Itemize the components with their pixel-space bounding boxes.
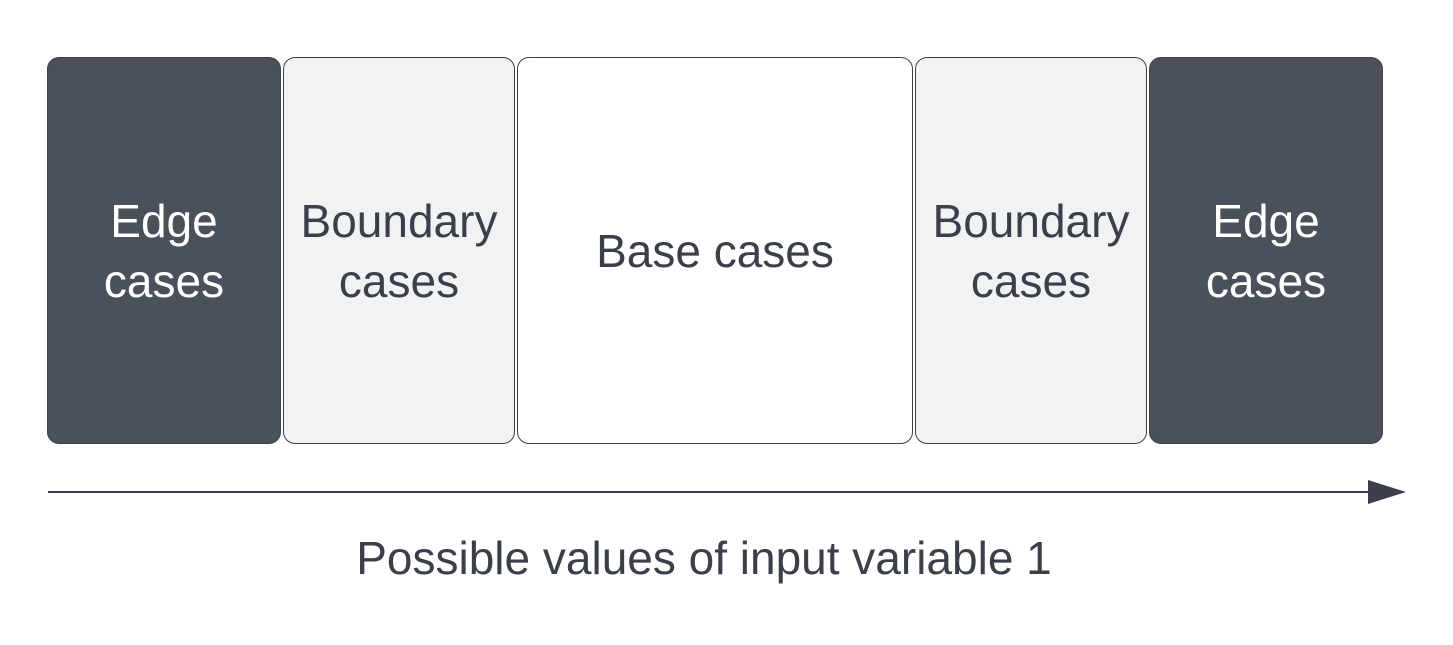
edge-cases-right-label: Edge cases (1205, 194, 1327, 307)
base-cases-label: Base cases (596, 224, 834, 277)
boundary-cases-right-box: Boundary cases (915, 57, 1147, 444)
edge-cases-right-box: Edge cases (1149, 57, 1383, 444)
edge-cases-left-label: Edge cases (103, 194, 225, 307)
axis-label: Possible values of input variable 1 (356, 532, 1052, 584)
base-cases-box: Base cases (517, 57, 913, 444)
boundary-cases-right-label: Boundary cases (932, 194, 1130, 307)
boundary-cases-left-label: Boundary cases (300, 194, 498, 307)
edge-cases-left-box: Edge cases (47, 57, 281, 444)
value-axis-line (48, 491, 1370, 493)
boundary-cases-left-box: Boundary cases (283, 57, 515, 444)
arrow-right-icon (1368, 480, 1406, 504)
